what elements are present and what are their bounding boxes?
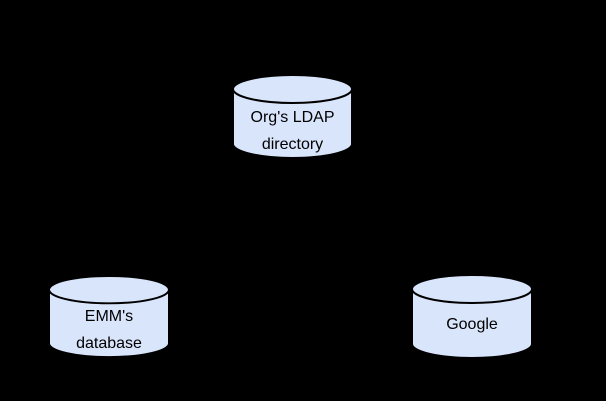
db-node-org-ldap-directory: Org's LDAP directory	[232, 74, 353, 160]
database-cylinder-icon	[232, 74, 353, 159]
database-cylinder-icon	[48, 275, 170, 359]
database-cylinder-icon	[411, 274, 533, 359]
db-node-emm-database: EMM's database	[48, 275, 170, 359]
db-node-google: Google	[411, 274, 533, 360]
